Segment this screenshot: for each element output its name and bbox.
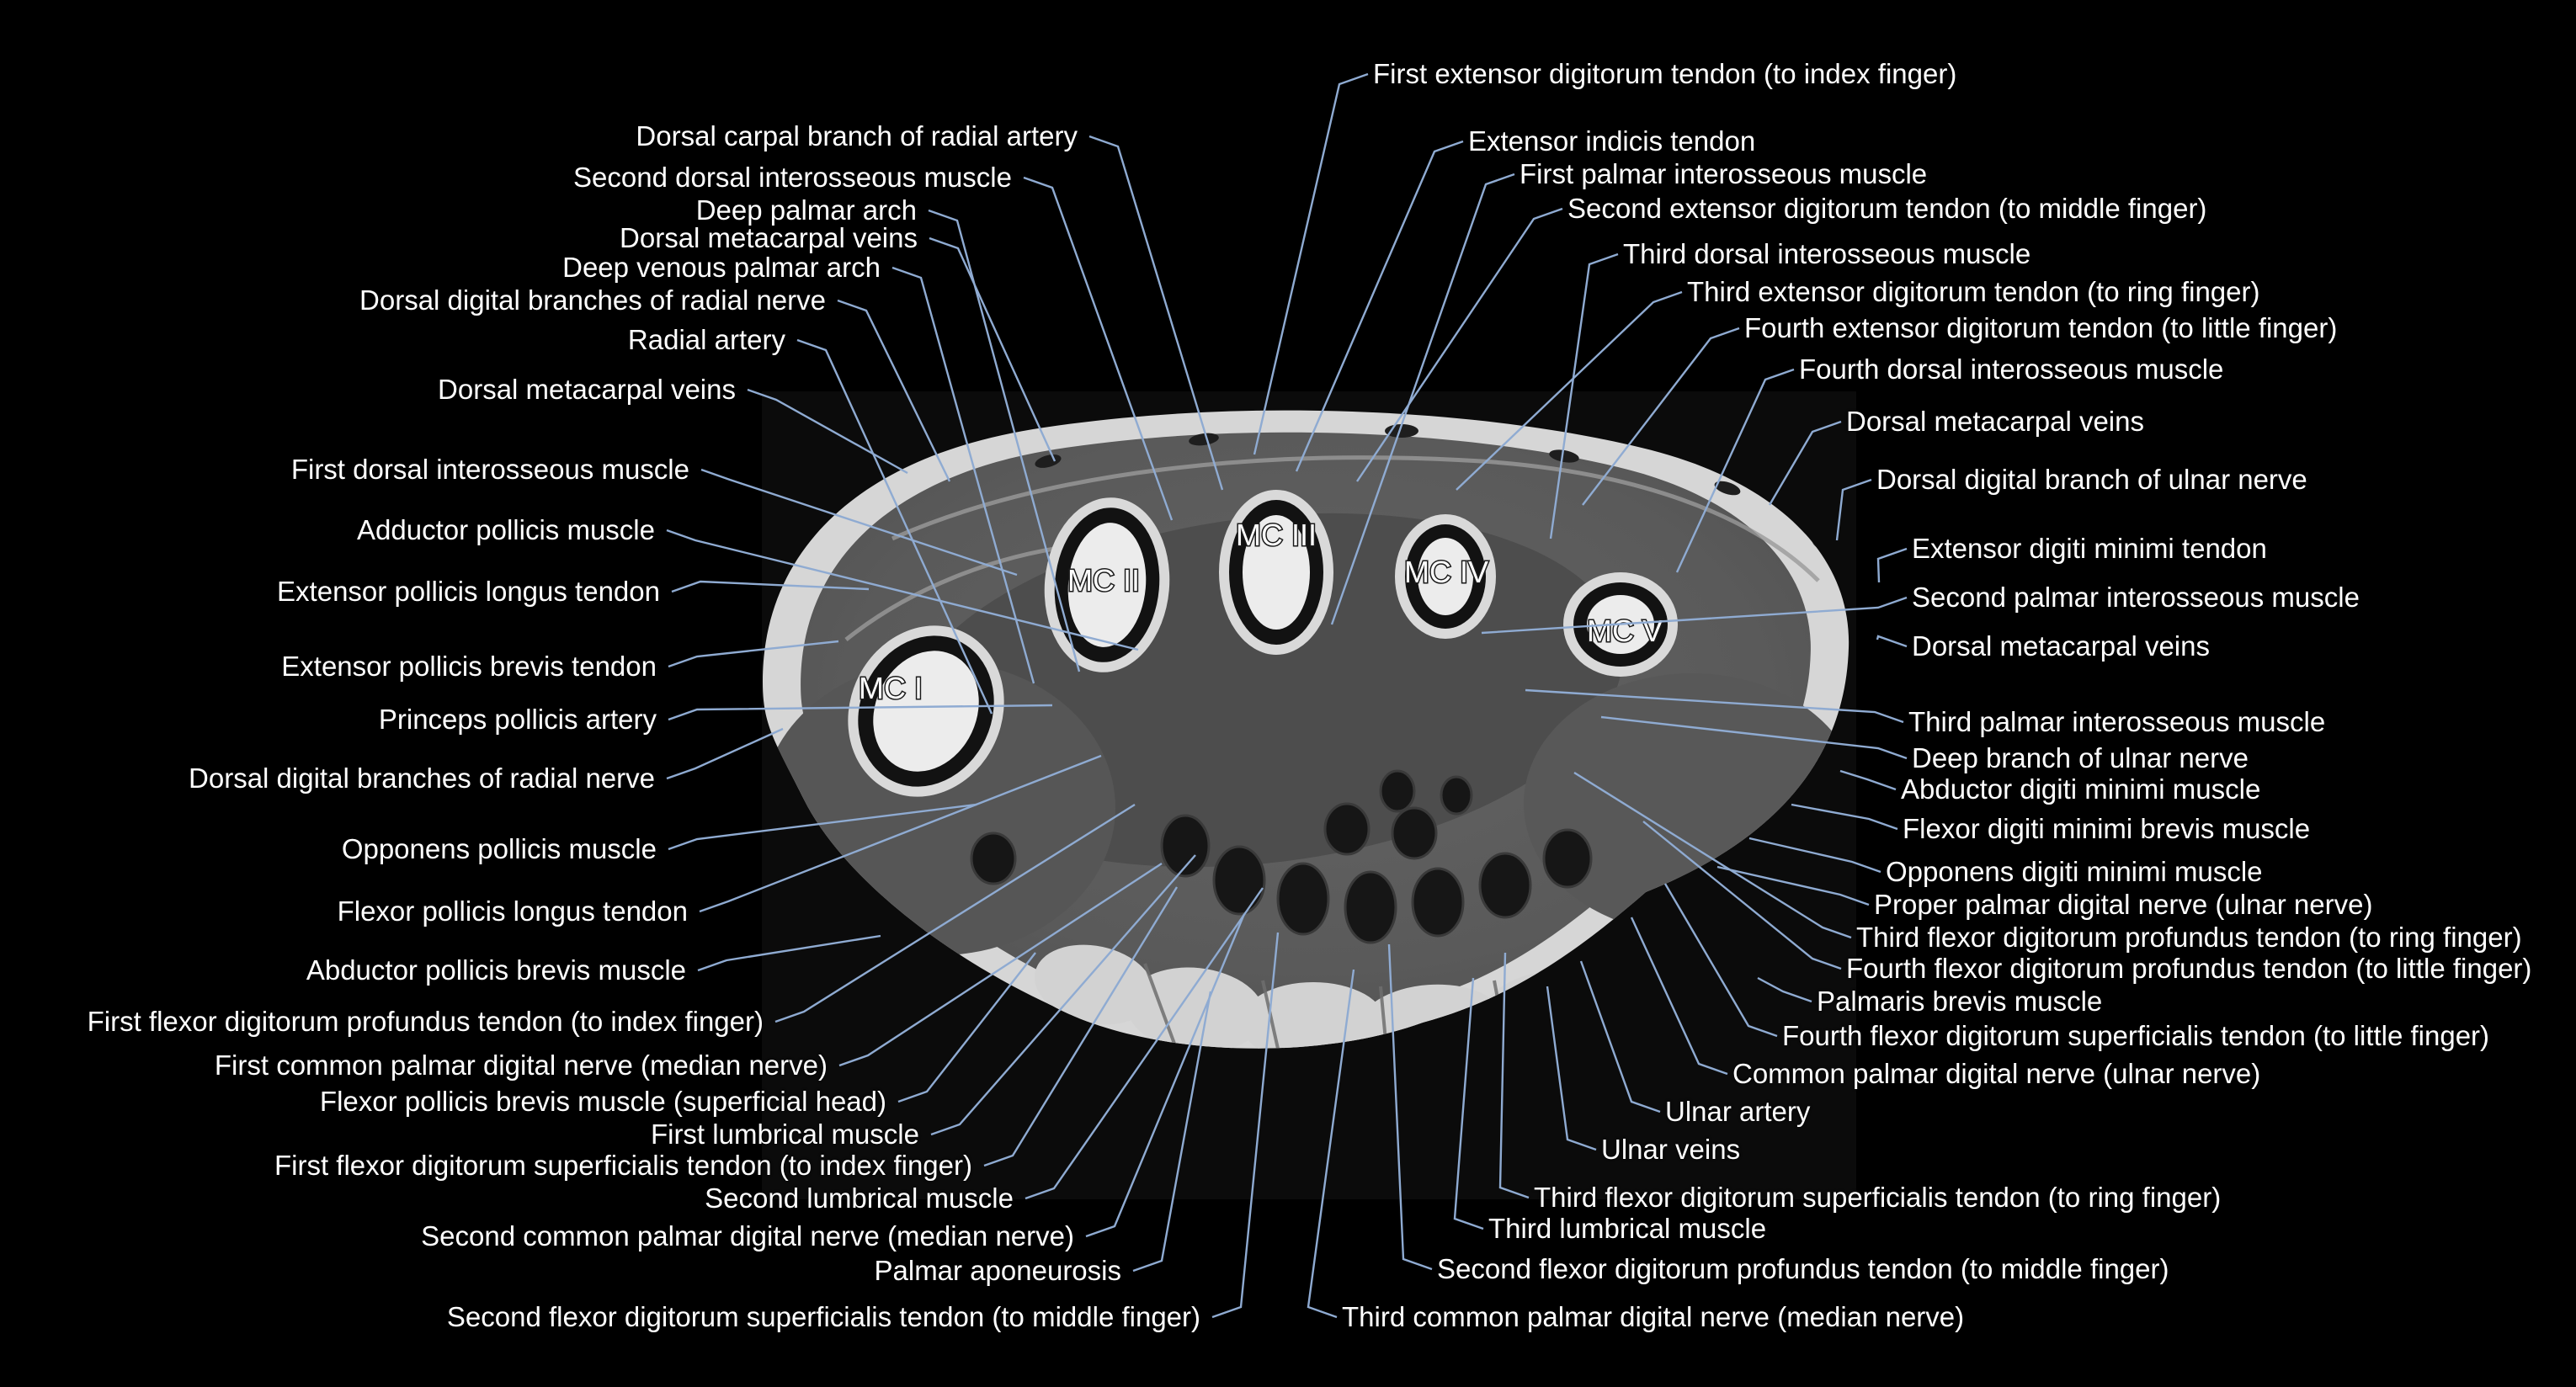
anatomy-label: Palmar aponeurosis [874, 1255, 1122, 1287]
anatomy-label: Opponens pollicis muscle [341, 833, 657, 865]
anatomy-label: Second common palmar digital nerve (medi… [421, 1220, 1074, 1252]
anatomy-label: Princeps pollicis artery [378, 704, 657, 736]
bone-label-mc2: MC II [1067, 563, 1140, 598]
anatomy-label: Deep branch of ulnar nerve [1912, 742, 2249, 774]
anatomy-label: First flexor digitorum superficialis ten… [274, 1150, 972, 1182]
anatomy-label: Third common palmar digital nerve (media… [1342, 1301, 1965, 1333]
anatomy-label: Common palmar digital nerve (ulnar nerve… [1732, 1058, 2261, 1090]
anatomy-label: Second palmar interosseous muscle [1912, 582, 2360, 614]
anatomy-label: Dorsal digital branches of radial nerve [189, 763, 655, 794]
bone-label-mc5: MC V [1587, 614, 1663, 648]
anatomy-label: Dorsal carpal branch of radial artery [636, 120, 1078, 152]
anatomy-label: Abductor pollicis brevis muscle [306, 954, 686, 986]
anatomy-label: Dorsal metacarpal veins [1912, 630, 2210, 662]
anatomy-label: Extensor pollicis longus tendon [277, 576, 660, 608]
anatomy-label: Dorsal metacarpal veins [620, 222, 918, 254]
anatomy-label: First dorsal interosseous muscle [290, 454, 689, 486]
anatomy-label: Fourth flexor digitorum superficialis te… [1782, 1020, 2490, 1052]
anatomy-label: First extensor digitorum tendon (to inde… [1373, 58, 1957, 90]
bone-label-mc1: MC I [859, 671, 923, 705]
anatomy-label: Third lumbrical muscle [1488, 1213, 1767, 1245]
bone-label-mc3: MC III [1236, 518, 1317, 552]
anatomy-label: Second extensor digitorum tendon (to mid… [1567, 193, 2207, 225]
anatomy-label: Dorsal metacarpal veins [438, 374, 736, 406]
anatomy-label: Flexor pollicis longus tendon [337, 895, 688, 927]
anatomy-label: Opponens digiti minimi muscle [1886, 856, 2263, 888]
anatomy-label: Extensor pollicis brevis tendon [281, 651, 657, 683]
anatomy-label: Third dorsal interosseous muscle [1623, 238, 2031, 270]
anatomy-label: Dorsal digital branches of radial nerve [359, 284, 826, 316]
anatomy-label: Fourth dorsal interosseous muscle [1799, 353, 2224, 385]
anatomy-label: Ulnar veins [1601, 1134, 1741, 1166]
anatomy-label: Third flexor digitorum superficialis ten… [1534, 1182, 2222, 1214]
anatomy-label: Radial artery [627, 324, 785, 356]
anatomy-label: Extensor digiti minimi tendon [1912, 533, 2267, 565]
anatomy-label: Fourth extensor digitorum tendon (to lit… [1744, 312, 2338, 344]
anatomy-label: Deep venous palmar arch [562, 252, 881, 284]
anatomy-label: Adductor pollicis muscle [357, 514, 655, 546]
anatomy-label: Dorsal digital branch of ulnar nerve [1876, 464, 2307, 496]
anatomy-label: Flexor digiti minimi brevis muscle [1903, 813, 2311, 845]
anatomy-label: First lumbrical muscle [650, 1119, 919, 1151]
anatomy-label: First palmar interosseous muscle [1520, 158, 1928, 190]
anatomy-label: First common palmar digital nerve (media… [214, 1050, 828, 1081]
bone-label-mc4: MC IV [1404, 555, 1488, 589]
anatomy-label: Palmaris brevis muscle [1817, 986, 2103, 1018]
anatomy-label: Deep palmar arch [695, 194, 917, 226]
anatomy-label: Flexor pollicis brevis muscle (superfici… [319, 1086, 886, 1118]
anatomy-label: Third flexor digitorum profundus tendon … [1856, 922, 2522, 954]
anatomy-label: Third extensor digitorum tendon (to ring… [1687, 276, 2260, 308]
anatomy-label: Second flexor digitorum profundus tendon… [1437, 1253, 2169, 1285]
anatomy-label: Proper palmar digital nerve (ulnar nerve… [1874, 889, 2373, 921]
anatomy-label: Abductor digiti minimi muscle [1901, 773, 2261, 805]
anatomy-label: Ulnar artery [1665, 1096, 1811, 1128]
anatomy-label: Second flexor digitorum superficialis te… [446, 1301, 1200, 1333]
metacarpal-bone-3 [1219, 490, 1333, 655]
anatomy-label: Extensor indicis tendon [1468, 125, 1756, 157]
anatomy-label: Dorsal metacarpal veins [1846, 406, 2144, 438]
anatomy-label: First flexor digitorum profundus tendon … [87, 1006, 764, 1038]
anatomy-label: Fourth flexor digitorum profundus tendon… [1846, 953, 2532, 985]
anatomy-label: Second lumbrical muscle [705, 1182, 1014, 1214]
anatomy-label: Third palmar interosseous muscle [1908, 706, 2326, 738]
anatomy-label: Second dorsal interosseous muscle [573, 162, 1012, 194]
